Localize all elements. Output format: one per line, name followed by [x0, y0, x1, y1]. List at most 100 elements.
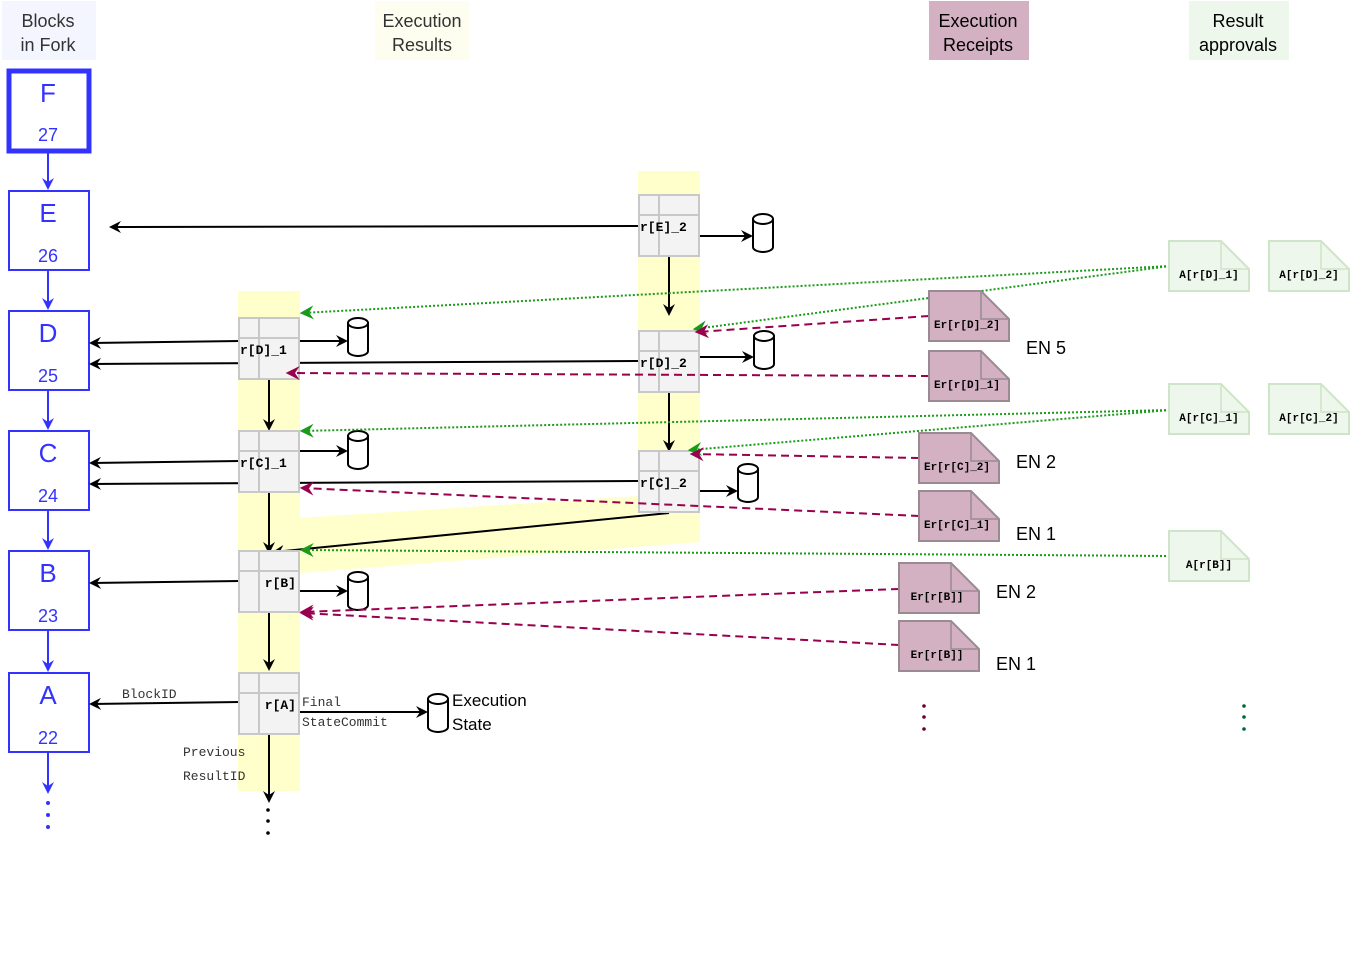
en-label: EN 2 — [996, 582, 1036, 602]
result-id-label: ResultID — [183, 769, 246, 784]
block-d[interactable]: D 25 — [8, 310, 90, 391]
database-icon — [737, 463, 759, 503]
execution-state-label-1: Execution — [452, 691, 527, 710]
header-receipts-line2: Receipts — [943, 35, 1013, 55]
result-rD1[interactable]: r[D]_1 — [238, 317, 300, 380]
database-icon — [347, 430, 369, 470]
arrow-rB-to-B — [89, 576, 241, 589]
document-label: Er[r[C]_2] — [924, 462, 990, 474]
result-rE2[interactable]: r[E]_2 — [638, 194, 700, 257]
header-approvals-line1: Result — [1212, 11, 1263, 31]
execution-node-labels: EN 5 EN 2 EN 1 EN 2 EN 1 — [996, 338, 1066, 674]
annotations: BlockID Final StateCommit Previous Resul… — [122, 687, 527, 784]
blocks-column: F 27 E 26 D 25 C 24 B 23 A 22 — [6, 68, 92, 829]
arrow-rD2-to-D — [89, 357, 641, 370]
en-label: EN 2 — [1016, 452, 1056, 472]
document-label: Er[r[C]_1] — [924, 520, 990, 532]
en-label: EN 5 — [1026, 338, 1066, 358]
arrow-rD1-to-D — [89, 336, 241, 349]
result-label: r[B] — [265, 576, 296, 591]
receipt-ErB1[interactable]: Er[r[B]] — [898, 620, 980, 672]
document-label: Er[r[B]] — [911, 650, 964, 662]
header-blocks-line1: Blocks — [21, 11, 74, 31]
blocks-ellipsis — [46, 801, 50, 829]
block-height: 24 — [38, 486, 58, 506]
receipt-ErC2[interactable]: Er[r[C]_2] — [918, 432, 1000, 484]
result-label: r[C]_1 — [240, 456, 287, 471]
arrow-rE2-to-E — [109, 220, 641, 233]
arrow-rC2-to-rB — [272, 512, 670, 557]
document-label: A[r[D]_1] — [1179, 270, 1238, 282]
header-execution-receipts: Execution Receipts — [929, 1, 1029, 60]
block-id-label: BlockID — [122, 687, 177, 702]
database-icon — [347, 571, 369, 611]
document-label: Er[r[D]_1] — [934, 380, 1000, 392]
execution-state-label-2: State — [452, 715, 492, 734]
arrow-AC1-to-rC2 — [687, 409, 1171, 457]
header-results-line1: Execution — [382, 11, 461, 31]
block-b[interactable]: B 23 — [8, 550, 90, 631]
receipts-ellipsis — [922, 704, 926, 731]
receipt-arrows — [285, 315, 930, 646]
approval-AD2[interactable]: A[r[D]_2] — [1268, 240, 1350, 292]
approval-AC1[interactable]: A[r[C]_1] — [1168, 383, 1250, 435]
approval-AB[interactable]: A[r[B]] — [1168, 530, 1250, 582]
document-label: Er[r[B]] — [911, 592, 964, 604]
block-letter: F — [40, 78, 56, 108]
arrow-rC2-to-C — [89, 477, 641, 490]
block-a[interactable]: A 22 — [8, 672, 90, 753]
approval-AC2[interactable]: A[r[C]_2] — [1268, 383, 1350, 435]
receipt-ErD2[interactable]: Er[r[D]_2] — [928, 290, 1010, 342]
receipt-ErC1[interactable]: Er[r[C]_1] — [918, 490, 1000, 542]
arrow-ErB1-to-rB — [299, 606, 900, 646]
block-height: 22 — [38, 728, 58, 748]
arrow-rA-to-A — [89, 697, 241, 710]
database-icon — [427, 693, 449, 733]
block-letter: E — [39, 198, 56, 228]
arrow-AD1-to-rD1 — [299, 265, 1171, 320]
result-rC2[interactable]: r[C]_2 — [638, 450, 700, 513]
block-letter: C — [39, 438, 58, 468]
document-label: A[r[C]_2] — [1279, 413, 1338, 425]
result-rB[interactable]: r[B] — [238, 550, 300, 613]
document-label: A[r[B]] — [1186, 560, 1232, 572]
header-blocks-line2: in Fork — [20, 35, 76, 55]
header-approvals-line2: approvals — [1199, 35, 1277, 55]
document-label: A[r[D]_2] — [1279, 270, 1338, 282]
documents-group: Er[r[D]_2] Er[r[D]_1] Er[r[C]_2] Er[r[C]_1]… — [898, 240, 1350, 672]
receipt-ErD1[interactable]: Er[r[D]_1] — [928, 350, 1010, 402]
database-icon — [753, 330, 775, 370]
block-height: 23 — [38, 606, 58, 626]
arrow-ErC1-to-rC1 — [299, 481, 920, 517]
approval-arrows — [299, 265, 1171, 558]
block-e[interactable]: E 26 — [8, 190, 90, 271]
block-height: 26 — [38, 246, 58, 266]
block-reference-arrows — [89, 220, 641, 710]
block-c[interactable]: C 24 — [8, 430, 90, 511]
header-execution-results: Execution Results — [375, 1, 469, 60]
block-f[interactable]: F 27 — [6, 68, 92, 154]
result-rC1[interactable]: r[C]_1 — [238, 430, 300, 493]
result-label: r[E]_2 — [640, 220, 687, 235]
result-label: r[D]_1 — [240, 343, 287, 358]
approval-AD1[interactable]: A[r[D]_1] — [1168, 240, 1250, 292]
database-icon — [347, 317, 369, 357]
receipt-ErB2[interactable]: Er[r[B]] — [898, 562, 980, 614]
result-label: r[A] — [265, 698, 296, 713]
arrow-AC1-to-rC1 — [299, 409, 1171, 438]
result-rA[interactable]: r[A] — [238, 672, 300, 735]
database-icon — [752, 213, 774, 253]
header-receipts-line1: Execution — [938, 11, 1017, 31]
results-ellipsis — [266, 808, 270, 835]
arrow-ErB2-to-rB — [299, 588, 900, 619]
result-rD2[interactable]: r[D]_2 — [638, 330, 700, 393]
block-letter: D — [39, 318, 58, 348]
document-label: Er[r[D]_2] — [934, 320, 1000, 332]
state-commit-label: StateCommit — [302, 715, 388, 730]
approvals-ellipsis — [1242, 704, 1246, 731]
arrow-rC1-to-C — [89, 456, 241, 469]
en-label: EN 1 — [1016, 524, 1056, 544]
document-label: A[r[C]_1] — [1179, 413, 1238, 425]
en-label: EN 1 — [996, 654, 1036, 674]
